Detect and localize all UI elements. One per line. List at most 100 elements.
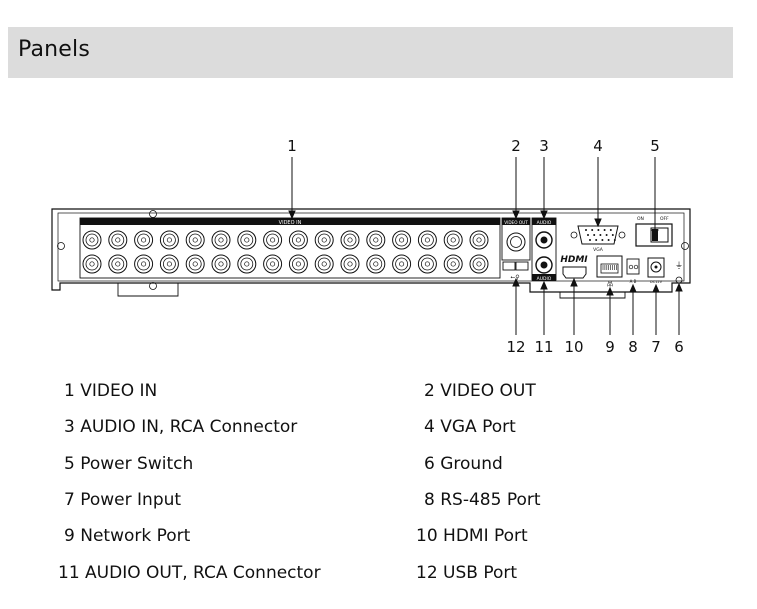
video-in-label: VIDEO IN xyxy=(279,220,302,226)
screw xyxy=(149,282,157,290)
bnc-connector-pin xyxy=(347,237,353,243)
bnc-connector xyxy=(237,230,257,250)
bnc-connector xyxy=(82,230,102,250)
bnc-connector-pin xyxy=(115,261,121,267)
callout-number: 11 xyxy=(534,338,553,356)
bnc-connector-pin xyxy=(476,261,482,267)
chassis-inner xyxy=(57,212,685,282)
power-switch-rocker xyxy=(650,227,669,243)
callout-number: 12 xyxy=(506,338,525,356)
vga-label: VGA xyxy=(593,247,604,253)
vga-pin xyxy=(601,239,604,241)
bnc-connector-pin xyxy=(399,261,405,267)
vga-pin xyxy=(605,234,608,236)
bnc-connector-ring xyxy=(111,257,125,271)
bnc-connector-pin xyxy=(192,261,198,267)
hdmi-port xyxy=(562,266,587,279)
bnc-connector xyxy=(417,254,437,274)
power-input-label: DC12V xyxy=(650,280,663,284)
bnc-connector-ring xyxy=(472,233,486,247)
bnc-connector xyxy=(314,254,334,274)
callout-number: 9 xyxy=(605,338,615,356)
bnc-connector-pin xyxy=(295,237,301,243)
legend-item-video-in: 1 VIDEO IN xyxy=(64,381,158,401)
vga-screw-right xyxy=(618,231,626,239)
screw xyxy=(57,242,65,250)
on-label: ON xyxy=(637,216,644,222)
bnc-connector xyxy=(469,230,489,250)
bnc-connector xyxy=(340,254,360,274)
bnc-connector xyxy=(366,230,386,250)
legend-item-vga: 4 VGA Port xyxy=(424,417,516,437)
bnc-connector-ring xyxy=(162,233,176,247)
bnc-connector xyxy=(392,230,412,250)
bnc-connector-pin xyxy=(424,237,430,243)
bnc-connector-ring xyxy=(111,233,125,247)
rear-panel-diagram: VIDEO IN VIDEO OUT AUDIO AUDIO ⭠⚲ VGA ON… xyxy=(51,137,691,356)
rs485-port xyxy=(626,258,640,275)
callout-number: 3 xyxy=(539,137,549,155)
bnc-connector-pin xyxy=(321,237,327,243)
callout-number: 7 xyxy=(651,338,661,356)
vga-pin xyxy=(613,239,616,241)
bnc-connector-ring xyxy=(188,233,202,247)
vga-pin xyxy=(595,239,598,241)
foot-right xyxy=(559,292,626,299)
bnc-connector-pin xyxy=(244,261,250,267)
bnc-connector xyxy=(469,254,489,274)
bnc-connector-ring xyxy=(214,233,228,247)
bnc-connector-pin xyxy=(476,237,482,243)
rj45-pins xyxy=(602,265,617,270)
bnc-connector xyxy=(263,254,283,274)
bnc-connector-ring xyxy=(85,257,99,271)
power-input-pin xyxy=(654,265,658,269)
legend-item-video-out: 2 VIDEO OUT xyxy=(424,381,536,401)
bnc-connector-ring xyxy=(266,233,280,247)
ground-icon: ⏚ xyxy=(675,261,683,270)
bnc-connector xyxy=(340,230,360,250)
bnc-connector-ring xyxy=(291,233,305,247)
bnc-connector-ring xyxy=(188,257,202,271)
bnc-connector xyxy=(134,254,154,274)
bnc-connector-ring xyxy=(420,257,434,271)
bnc-connector-pin xyxy=(115,237,121,243)
network-port-inner xyxy=(600,263,619,274)
bnc-connector-ring xyxy=(446,257,460,271)
bnc-connector-pin xyxy=(166,261,172,267)
bnc-connector xyxy=(211,230,231,250)
power-switch xyxy=(635,223,673,247)
video-out-label-bar xyxy=(502,218,530,225)
bnc-connector xyxy=(392,254,412,274)
video-out-bnc xyxy=(506,232,526,252)
audio-label-top: AUDIO xyxy=(537,220,552,226)
bnc-connector-ring xyxy=(472,257,486,271)
bnc-connector xyxy=(108,254,128,274)
video-out-label: VIDEO OUT xyxy=(504,220,528,225)
video-out-bnc-inner xyxy=(510,236,522,248)
legend-item-hdmi: 10 HDMI Port xyxy=(416,526,528,546)
bnc-connector xyxy=(159,254,179,274)
usb-port-2 xyxy=(515,261,529,271)
bnc-connector-grid xyxy=(82,230,489,274)
audio-in-rca-inner xyxy=(540,236,548,244)
legend-item-power-input: 7 Power Input xyxy=(64,490,182,510)
bnc-connector-pin xyxy=(166,237,172,243)
callout-number: 5 xyxy=(650,137,660,155)
bnc-connector-pin xyxy=(450,261,456,267)
bnc-connector-ring xyxy=(137,257,151,271)
bnc-connector-ring xyxy=(162,257,176,271)
vga-pins xyxy=(585,229,616,241)
legend-item-usb: 12 USB Port xyxy=(416,563,518,583)
vga-pin xyxy=(607,239,610,241)
bnc-connector xyxy=(288,230,308,250)
bnc-connector xyxy=(108,230,128,250)
screw xyxy=(681,242,689,250)
bnc-connector-pin xyxy=(424,261,430,267)
hdmi-logo: HDMI xyxy=(560,255,588,265)
bnc-connector-pin xyxy=(192,237,198,243)
bnc-connector-ring xyxy=(369,233,383,247)
bnc-connector xyxy=(417,230,437,250)
audio-label-top-bar xyxy=(532,218,556,225)
bnc-connector xyxy=(314,230,334,250)
